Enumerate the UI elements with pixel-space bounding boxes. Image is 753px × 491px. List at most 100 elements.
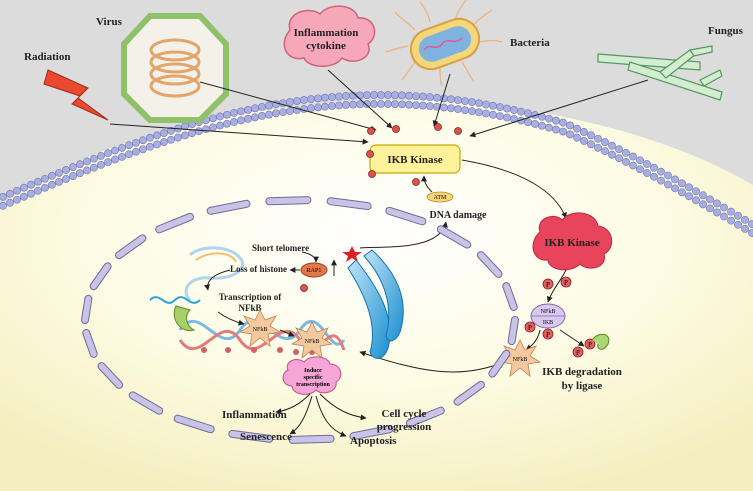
membrane-bead <box>34 186 42 195</box>
induce-label-line2: specific <box>304 375 323 381</box>
membrane-bead <box>706 195 714 204</box>
membrane-bead <box>258 103 266 111</box>
membrane-bead <box>370 91 378 99</box>
bacteria-icon <box>385 0 503 87</box>
membrane-bead <box>20 183 28 192</box>
membrane-bead <box>335 101 343 110</box>
membrane-bead <box>363 100 371 109</box>
histone-to-transcription-arrow <box>204 269 231 291</box>
membrane-bead <box>636 156 644 165</box>
membrane-bead <box>671 184 679 193</box>
membrane-bead <box>125 150 133 159</box>
membrane-bead <box>622 157 630 166</box>
nuclear-envelope-segment <box>406 407 444 427</box>
membrane-bead <box>454 96 462 105</box>
membrane-bead <box>391 91 399 100</box>
membrane-bead <box>160 138 168 146</box>
membrane-bead <box>524 118 532 127</box>
membrane-bead <box>160 129 168 137</box>
membrane-bead <box>713 199 721 208</box>
membrane-bead <box>90 163 98 172</box>
membrane-bead <box>132 147 140 156</box>
membrane-bead <box>195 127 203 136</box>
ikb-kinase-active-label: IKB Kinase <box>544 237 599 249</box>
cytokine-cloud-icon <box>283 5 376 67</box>
membrane-bead <box>6 198 14 207</box>
membrane-bead <box>209 123 217 132</box>
degradation-arrow <box>559 329 585 347</box>
polymerase-shape <box>173 305 196 332</box>
membrane-bead <box>678 188 686 197</box>
membrane-bead <box>363 91 371 100</box>
membrane-bead <box>447 95 455 104</box>
membrane-bead <box>230 109 238 117</box>
stimulus-arrows <box>109 69 649 145</box>
membrane-bead <box>349 100 357 109</box>
membrane-bead <box>139 136 147 145</box>
membrane-bead <box>104 158 112 167</box>
nfkb-star-cytoplasm <box>498 339 542 377</box>
membrane-bead <box>223 119 231 128</box>
membrane-bead <box>482 100 490 109</box>
membrane-bead <box>685 183 693 192</box>
membrane-bead <box>293 97 301 105</box>
membrane-bead <box>230 118 238 126</box>
membrane-bead <box>692 196 700 205</box>
membrane-bead <box>342 92 350 100</box>
membrane-bead <box>426 93 434 102</box>
membrane-bead <box>608 141 616 150</box>
chromosome-icon <box>342 246 404 359</box>
membrane-bead <box>489 110 497 119</box>
induce-label-line1: Induce <box>304 368 322 374</box>
membrane-bead <box>650 172 658 181</box>
membrane-bead <box>727 207 735 216</box>
membrane-bead <box>657 176 665 185</box>
membrane-bead <box>643 160 651 168</box>
rap1-phospho <box>300 284 308 292</box>
membrane-bead <box>566 121 574 130</box>
membrane-bead <box>433 93 441 102</box>
membrane-bead <box>307 104 315 113</box>
membrane-bead <box>601 147 609 156</box>
membrane-bead <box>447 104 455 113</box>
membrane-bead <box>552 116 560 125</box>
membrane-bead <box>377 91 385 99</box>
membrane-bead <box>545 114 553 123</box>
cytokine-label-line1: Inflammation <box>294 27 359 39</box>
membrane-bead <box>321 102 329 111</box>
membrane-bead <box>524 109 532 118</box>
membrane-bead <box>279 108 287 117</box>
nuclear-envelope-segment <box>350 426 393 440</box>
membrane-bead <box>461 106 469 115</box>
membrane-bead <box>503 113 511 122</box>
membrane-bead <box>55 168 63 177</box>
membrane-bead <box>27 180 35 189</box>
membrane-bead <box>153 140 161 149</box>
virus-icon <box>121 13 229 123</box>
outcome-senescence: Senescence <box>240 431 292 443</box>
nfkb-nucleus-label-2: NFkB <box>305 339 320 345</box>
membrane-bead <box>748 220 753 228</box>
membrane-bead <box>335 92 343 101</box>
membrane-bead <box>237 107 245 116</box>
membrane-bead <box>125 141 133 150</box>
membrane-bead <box>685 192 693 201</box>
membrane-bead <box>419 92 427 101</box>
membrane-bead <box>503 104 511 113</box>
membrane-bead <box>412 101 420 109</box>
membrane-bead <box>559 118 567 127</box>
membrane-bead <box>699 191 707 200</box>
membrane-bead <box>419 101 427 110</box>
membrane-bead <box>412 92 420 100</box>
membrane-bead <box>650 163 658 172</box>
transcription-arrow <box>217 311 245 326</box>
membrane-bead <box>510 106 518 114</box>
membrane-bead <box>111 155 119 164</box>
membrane-bead <box>573 124 581 133</box>
membrane-bead <box>244 114 252 123</box>
membrane-bead <box>146 142 154 151</box>
fungus-label: Fungus <box>708 25 744 37</box>
induce-label-line3: transcription <box>296 382 330 388</box>
membrane-bead <box>594 143 602 152</box>
membrane-bead <box>489 101 497 110</box>
